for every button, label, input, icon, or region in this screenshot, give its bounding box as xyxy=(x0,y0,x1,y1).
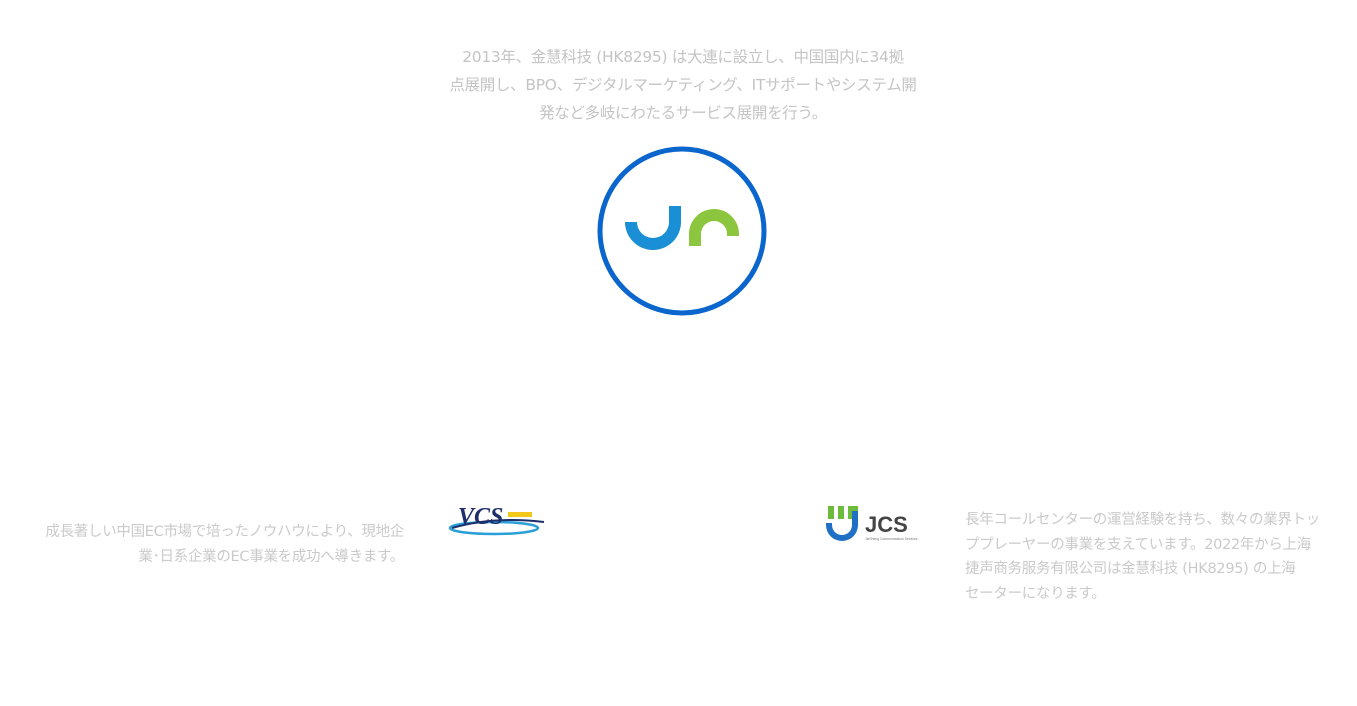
intro-line: 発など多岐にわたるサービス展開を行う。 xyxy=(539,104,827,122)
ec-description: 成長著しい中国EC市場で培ったノウハウにより、現地企 業･日系企業のEC事業を成… xyxy=(0,520,404,570)
ec-description-line: 業･日系企業のEC事業を成功へ導きます。 xyxy=(138,549,404,565)
intro-line: 2013年、金慧科技 (HK8295) は大連に設立し、中国国内に34拠 xyxy=(462,48,904,66)
intro-line: 点展開し、BPO、デジタルマーケティング、ITサポートやシステム開 xyxy=(449,76,917,94)
ec-description-line: 成長著しい中国EC市場で培ったノウハウにより、現地企 xyxy=(45,524,404,540)
jcs-logo: JCS JieSheng Communication Services xyxy=(826,506,918,541)
jr-logo xyxy=(597,146,767,316)
call-center-line: セーターになります。 xyxy=(965,585,1106,602)
call-center-line: 捷声商务服务有限公司は金慧科技 (HK8295) の上海 xyxy=(965,561,1296,577)
intro-text: 2013年、金慧科技 (HK8295) は大連に設立し、中国国内に34拠 点展開… xyxy=(430,43,936,127)
call-center-line: 長年コールセンターの運営経験を持ち、数々の業界トッ xyxy=(965,512,1320,528)
jcs-logo-subtext: JieSheng Communication Services xyxy=(865,537,918,541)
jcs-logo-blue-part xyxy=(826,511,858,541)
vcs-logo-text: VCS xyxy=(458,504,503,530)
jr-logo-blue-part xyxy=(625,206,681,250)
jcs-logo-green-part xyxy=(828,506,844,519)
jcs-logo-text: JCS xyxy=(865,512,908,537)
vcs-logo: VCS xyxy=(448,504,545,536)
call-center-description: 長年コールセンターの運営経験を持ち、数々の業界トッ ププレーヤーの事業を支えてい… xyxy=(965,508,1357,606)
jr-logo-green-part xyxy=(689,209,739,246)
call-center-line: ププレーヤーの事業を支えています。2022年から上海 xyxy=(965,536,1311,553)
